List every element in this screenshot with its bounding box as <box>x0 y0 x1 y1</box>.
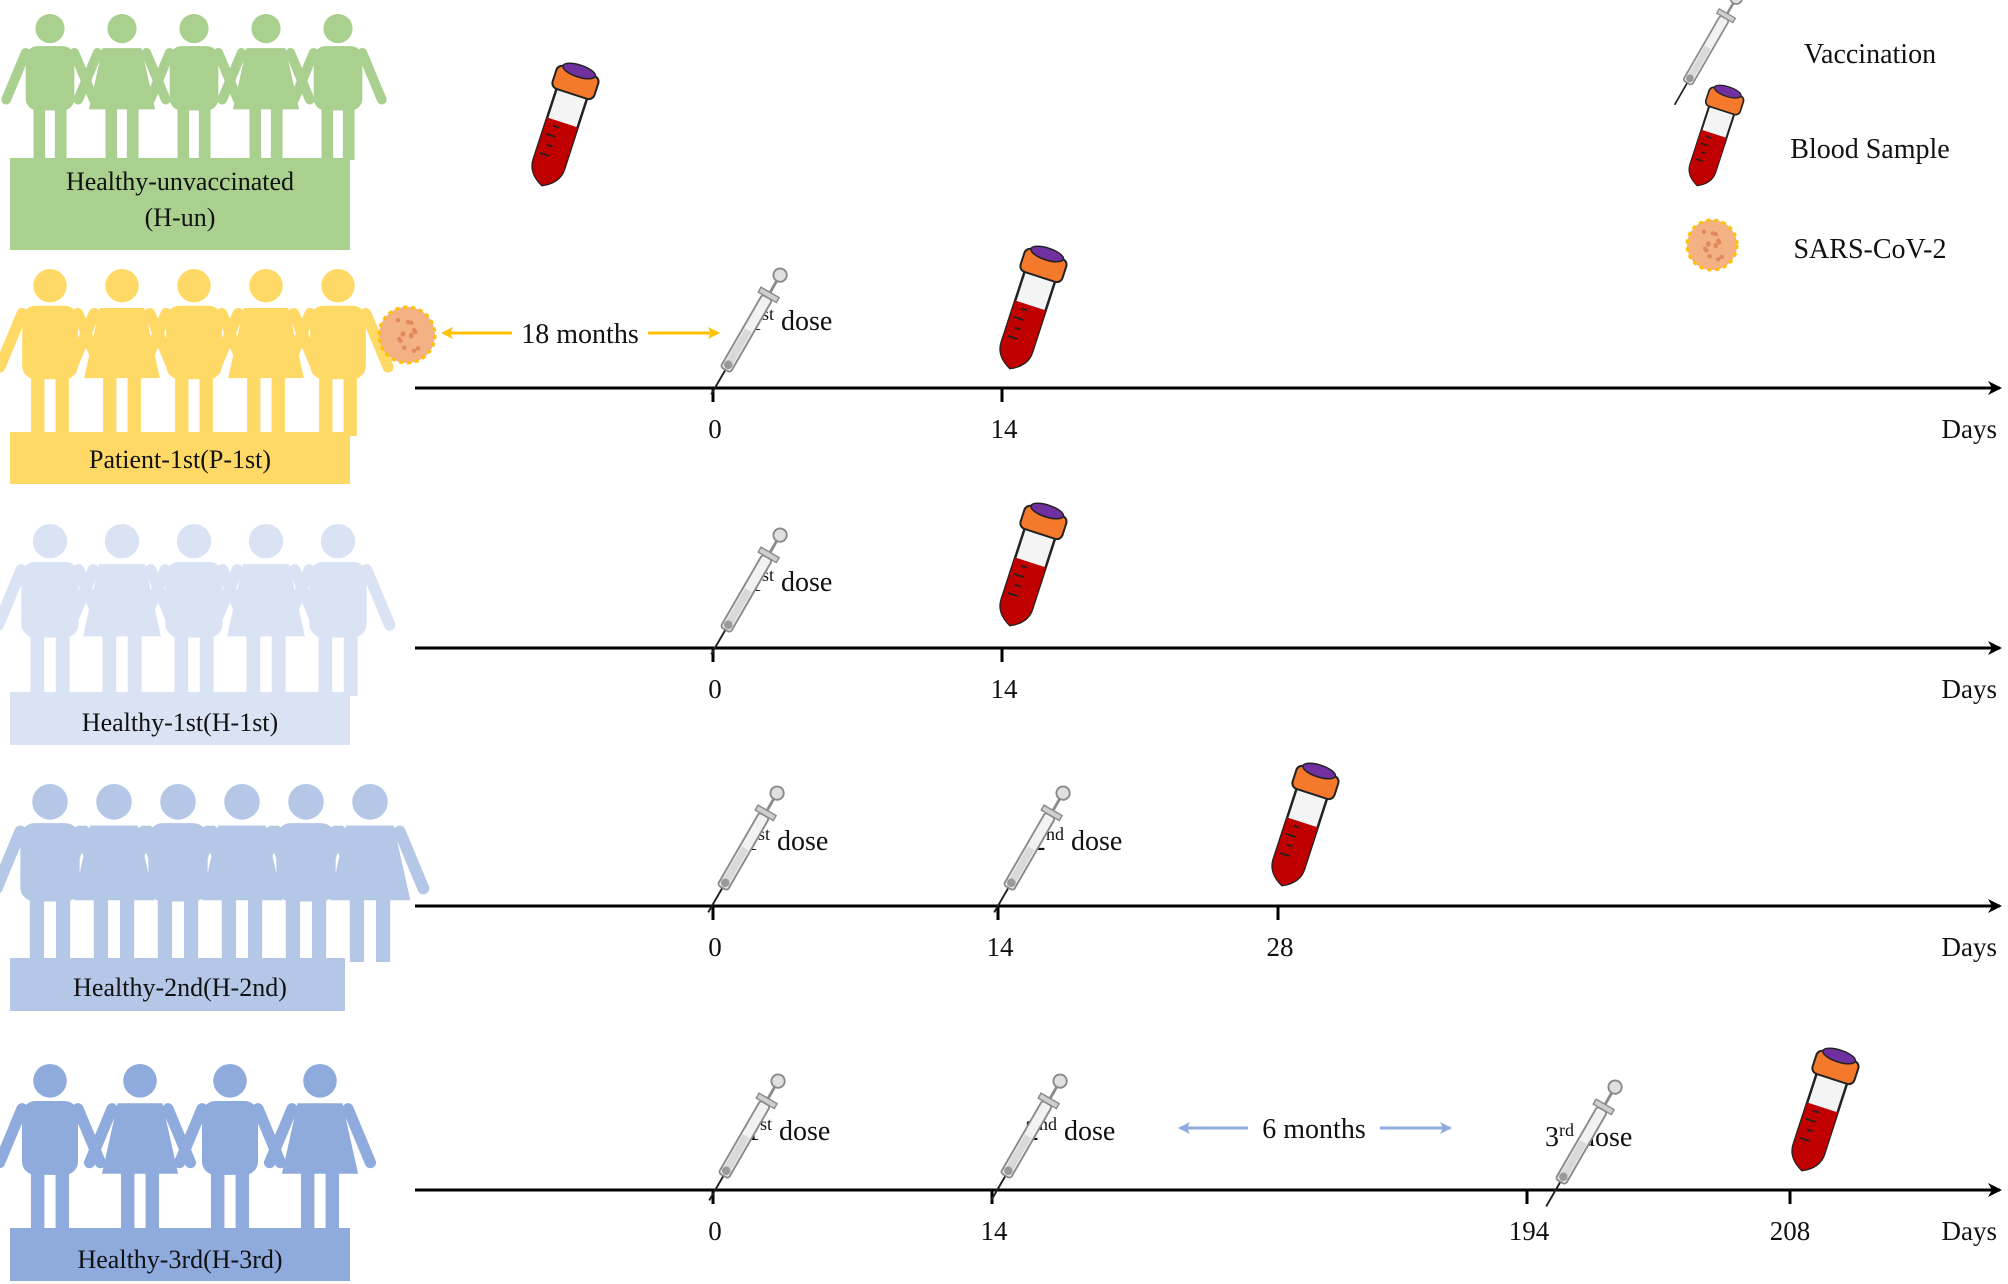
blood-tube-icon <box>531 62 600 187</box>
legend-virus-label: SARS-CoV-2 <box>1793 234 1946 265</box>
person-figure-icon <box>264 1064 376 1232</box>
person-figure-icon <box>310 784 430 962</box>
axis-tick-label: 28 <box>1267 932 1294 962</box>
axis-tick-label: 14 <box>991 414 1019 444</box>
syringe-icon <box>710 267 788 395</box>
group-label-text: (H-un) <box>145 203 216 232</box>
person-figure-icon <box>64 524 180 696</box>
group-h-3rd: Healthy-3rd(H-3rd)Days0141942081st dose2… <box>0 1064 2002 1281</box>
person-figure-icon <box>84 1064 196 1232</box>
group-label-box <box>10 432 350 484</box>
interval-label: 6 months <box>1262 1114 1365 1145</box>
group-h-un: Healthy-unvaccinated (H-un) <box>1 14 387 250</box>
person-figure-icon <box>66 269 178 436</box>
person-figure-icon <box>174 1064 286 1232</box>
group-label-box <box>10 1228 350 1281</box>
group-label-box <box>10 692 350 745</box>
blood-tube-icon <box>999 502 1068 627</box>
axis-label-days: Days <box>1942 414 1998 444</box>
axis-tick-label: 14 <box>981 1216 1009 1246</box>
group-label-text: Healthy-3rd(H-3rd) <box>77 1245 282 1274</box>
syringe-icon <box>710 527 788 655</box>
blood-tube-icon <box>999 245 1068 370</box>
legend-blood-tube-icon <box>1688 84 1745 187</box>
virus-icon <box>377 305 437 365</box>
group-label-box <box>10 158 350 250</box>
person-figure-icon <box>208 524 324 696</box>
interval-label: 18 months <box>521 319 638 350</box>
person-figure-icon <box>136 524 252 696</box>
person-figure-icon <box>73 14 171 160</box>
group-h-1st: Healthy-1st(H-1st)Days0141st dose <box>0 524 2002 745</box>
group-h-2nd: Healthy-2nd(H-2nd)Days014281st dose2nd d… <box>0 784 2002 1011</box>
person-figure-icon <box>210 269 322 436</box>
blood-tube-icon <box>1791 1047 1860 1172</box>
axis-tick-label: 0 <box>708 1216 722 1246</box>
syringe-icon <box>990 1073 1068 1201</box>
syringe-icon <box>707 785 785 913</box>
person-figure-icon <box>138 269 250 436</box>
group-label-box <box>10 958 345 1011</box>
group-label-text: Healthy-2nd(H-2nd) <box>73 973 287 1002</box>
person-figure-icon <box>0 269 106 436</box>
person-figure-icon <box>145 14 243 160</box>
person-figure-icon <box>0 1064 106 1232</box>
legend-virus-icon <box>1685 218 1739 272</box>
axis-tick-label: 14 <box>991 674 1019 704</box>
person-figure-icon <box>289 14 387 160</box>
group-label-text: Healthy-unvaccinated <box>66 167 294 196</box>
person-figure-icon <box>280 524 396 696</box>
group-label-text: Healthy-1st(H-1st) <box>82 708 278 737</box>
syringe-icon <box>993 785 1071 913</box>
axis-tick-label: 0 <box>708 414 722 444</box>
axis-label-days: Days <box>1942 674 1998 704</box>
syringe-icon <box>708 1073 786 1201</box>
axis-tick-label: 208 <box>1770 1216 1811 1246</box>
legend-blood-sample-label: Blood Sample <box>1790 134 1949 165</box>
axis-tick-label: 194 <box>1509 1216 1550 1246</box>
axis-label-days: Days <box>1942 1216 1998 1246</box>
axis-tick-label: 0 <box>708 674 722 704</box>
legend-vaccination-label: Vaccination <box>1804 39 1936 70</box>
legend-syringe-icon <box>1673 0 1744 106</box>
dose-label: 2nd dose <box>1032 824 1122 857</box>
syringe-icon <box>1545 1079 1623 1207</box>
person-figure-icon <box>1 14 99 160</box>
group-label-text: Patient-1st(P-1st) <box>89 445 271 474</box>
person-figure-icon <box>0 524 108 696</box>
axis-tick-label: 14 <box>987 932 1015 962</box>
person-figure-icon <box>282 269 394 436</box>
axis-label-days: Days <box>1942 932 1998 962</box>
axis-tick-label: 0 <box>708 932 722 962</box>
blood-tube-icon <box>1271 762 1340 887</box>
